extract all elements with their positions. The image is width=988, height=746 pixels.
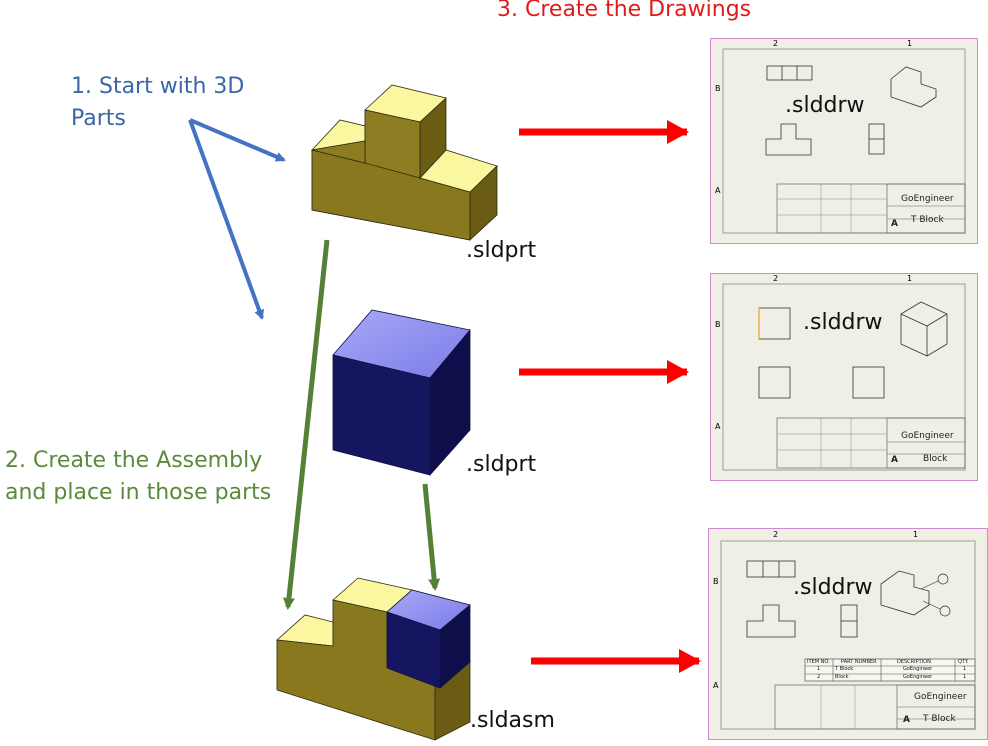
part-t-extension: .sldprt [466, 238, 537, 263]
step2-line1: 2. Create the Assembly [5, 448, 263, 473]
sheet2-extension: .slddrw [803, 310, 883, 335]
bom-row-2-desc: GoEngineer [903, 674, 933, 680]
sheet2-title: Block [923, 454, 948, 464]
blue-arrow-1 [189, 118, 286, 162]
sheet3-size: A [903, 715, 910, 725]
bom-row-2-qty: 1 [963, 674, 967, 680]
sheet1-row-label-b: B [715, 84, 721, 93]
sheet2-row-label-a: A [715, 422, 721, 431]
sheet1-size: A [891, 219, 898, 229]
sheet3-company: GoEngineer [914, 692, 967, 702]
step3-label: 3. Create the Drawings [497, 0, 752, 22]
sheet1-row-label-a: A [715, 186, 721, 195]
cube-part [332, 309, 471, 477]
bom-header-part: PART NUMBER [841, 659, 877, 665]
sheet2-size: A [891, 455, 898, 465]
bom-row-2-part: Block [835, 674, 849, 680]
step2-label: 2. Create the Assembly and place in thos… [5, 445, 271, 509]
step1-label: 1. Start with 3D Parts [71, 71, 244, 135]
bom-header-row: ITEM NO. PART NUMBER DESCRIPTION QTY. [805, 658, 975, 666]
sheet1-extension: .slddrw [785, 93, 865, 118]
bom-row-2-item: 2 [817, 674, 821, 680]
sheet1-graphics [722, 48, 966, 234]
sheet1-col-label-2: 2 [773, 39, 779, 48]
bom-header-item: ITEM NO. [807, 659, 830, 665]
sheet3-col-label-2: 2 [773, 530, 779, 539]
sheet2-company: GoEngineer [901, 431, 954, 441]
sheet3-graphics [720, 540, 976, 730]
step1-line1: 1. Start with 3D [71, 74, 245, 99]
bom-row-2: 2 Block GoEngineer 1 [805, 674, 975, 682]
bom-header-desc: DESCRIPTION [897, 659, 931, 665]
assembly-part [276, 577, 471, 741]
part-cube-extension: .sldprt [466, 452, 537, 477]
bom-row-1-item: 1 [817, 666, 821, 672]
bom-row-1-qty: 1 [963, 666, 967, 672]
bom-row-1: 1 T Block GoEngineer 1 [805, 666, 975, 674]
bom-table: ITEM NO. PART NUMBER DESCRIPTION QTY. 1 … [805, 658, 975, 682]
sheet1-col-label-1: 1 [907, 39, 913, 48]
sheet3-col-label-1: 1 [913, 530, 919, 539]
sheet2-row-label-b: B [715, 320, 721, 329]
bom-row-1-part: T Block [835, 666, 854, 672]
drawing-sheet-1: 2 1 B A .slddrw GoEngineer A T Block [710, 38, 978, 244]
green-arrow-2 [422, 483, 441, 591]
step1-line2: Parts [71, 106, 126, 131]
sheet2-graphics [722, 283, 966, 471]
bom-header-qty: QTY. [958, 659, 969, 665]
sheet3-row-label-a: A [713, 681, 719, 690]
t-block-part [310, 84, 498, 241]
sheet3-extension: .slddrw [793, 575, 873, 600]
sheet3-title: T Block [923, 714, 956, 724]
drawing-sheet-2: 2 1 B A .slddrw GoEngineer A Block [710, 273, 978, 481]
assembly-extension: .sldasm [470, 708, 555, 733]
step2-line2: and place in those parts [5, 480, 272, 505]
sheet1-company: GoEngineer [901, 194, 954, 204]
bom-row-1-desc: GoEngineer [903, 666, 933, 672]
green-arrow-1 [282, 239, 330, 610]
sheet3-row-label-b: B [713, 577, 719, 586]
sheet1-title: T Block [911, 215, 944, 225]
sheet2-col-label-2: 2 [773, 274, 779, 283]
sheet2-col-label-1: 1 [907, 274, 913, 283]
drawing-sheet-3: 2 1 B A .slddrw ITEM NO. PART NUMBER DES… [708, 528, 988, 740]
blue-arrow-2 [188, 119, 264, 320]
